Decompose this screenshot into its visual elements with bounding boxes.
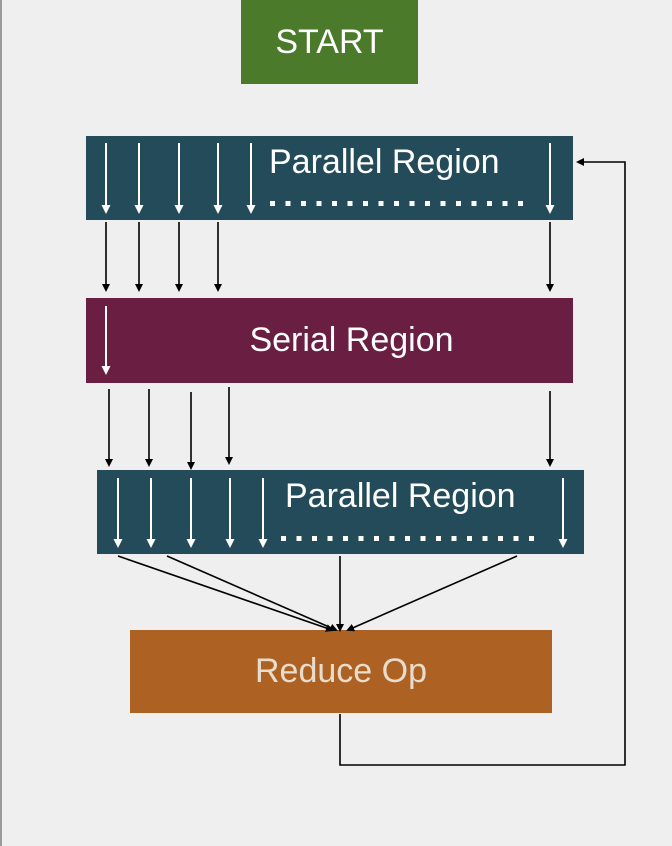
start-label: START [275,22,384,61]
parallel-region-label-1: Parallel Region [269,143,500,181]
reduce-converge-arrow [117,555,334,632]
parallel-region-node-2: Parallel Region [97,470,584,554]
parallel-region-node-1: Parallel Region [86,136,573,220]
parallel-region-label-2: Parallel Region [285,477,516,515]
serial-region-node: Serial Region [86,298,573,383]
reduce-converge-arrow [346,555,518,632]
reduce-converge-arrow [166,555,338,632]
reduce-op-label: Reduce Op [255,652,427,690]
start-node: START [241,0,418,84]
serial-region-label: Serial Region [249,321,454,359]
reduce-op-node: Reduce Op [130,630,552,713]
